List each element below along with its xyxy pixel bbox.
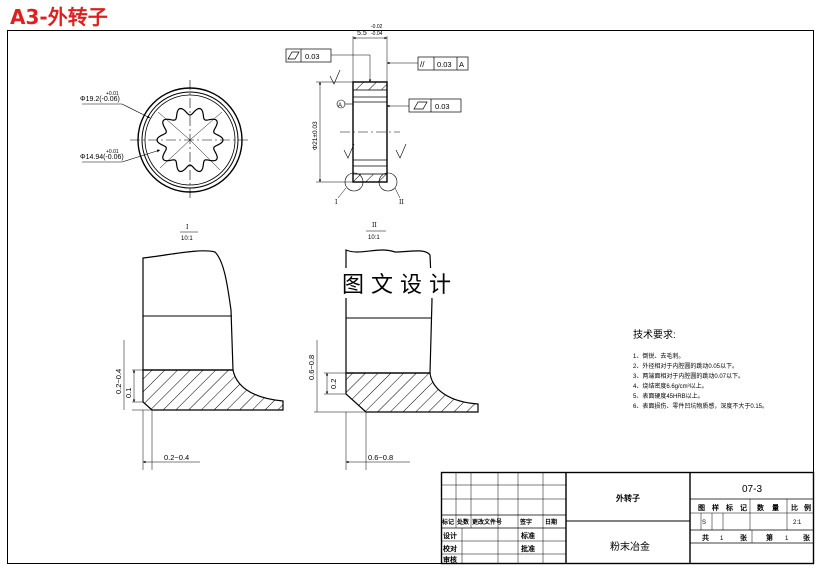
datum-a-mark: A: [338, 103, 342, 109]
revision-headers: 标记 处数 更改文件号 签字 日期: [441, 518, 557, 526]
outer-diameter-tol: +0.01: [106, 91, 119, 97]
stage-header: 记: [740, 503, 747, 512]
tech-item: 5、表面硬度45HRB以上。: [633, 392, 704, 400]
role-label: 标准: [520, 531, 535, 540]
stage-headers: 图 样 标 记 数 量 比 例: [698, 503, 811, 512]
inner-diameter-tol: +0.01: [106, 149, 119, 155]
flatness-frame-top: 0.03: [285, 48, 332, 63]
tech-heading: 技术要求:: [633, 328, 676, 341]
stage-header: 标: [725, 503, 733, 512]
flatness-right-value: 0.03: [435, 102, 450, 111]
detail-2-dim-h: 0.6~0.8: [368, 453, 393, 462]
tech-item: 6、表面损伤、零件凹坑物质感，深度不大于0.15。: [633, 402, 768, 410]
width-tol-upper: -0.02: [371, 24, 383, 30]
detail-2-profile: [314, 249, 479, 470]
stage-header: 比: [791, 503, 798, 512]
tech-item: 4、烧结密度6.6g/cm³以上。: [633, 382, 708, 390]
flatness-icon: [413, 101, 428, 110]
detail-2-dim-v2: 0.2: [329, 379, 338, 389]
rev-header: 处数: [456, 518, 470, 526]
title-block: [440, 471, 815, 565]
stage-mark: S: [702, 520, 706, 526]
parallelism-icon: //: [420, 60, 425, 69]
watermark: 图 文 设 计: [342, 273, 451, 298]
tech-item: 3、两端面相对于内腔圆的跳动0.07以下。: [633, 372, 744, 380]
sheet-border: [7, 30, 814, 564]
stage-header: 图: [698, 503, 705, 512]
flatness-icon: [287, 51, 300, 60]
material: 粉末冶金: [610, 540, 650, 553]
diameter-dim: Φ21±0.03: [312, 121, 319, 150]
width-dim: 5.5: [357, 30, 367, 37]
detail-1-scale: 10:1: [181, 236, 193, 242]
outer-diameter-dim: Φ19.2(-0.06): [80, 96, 120, 103]
sheet-title: A3-外转子: [10, 5, 108, 29]
stage-header: 量: [772, 503, 779, 512]
stage-header: 样: [712, 503, 719, 512]
sheet-cell: 第: [766, 533, 773, 542]
stage-header: 例: [804, 503, 811, 512]
detail-mark-2: II: [399, 199, 404, 206]
datum-label: A: [459, 60, 464, 69]
parallelism-frame: // 0.03 A: [417, 56, 469, 71]
tech-item: 2、外径相对于内腔圆的跳动0.05以下。: [633, 362, 738, 370]
sheet-cell: 1: [720, 536, 724, 542]
stage-header: 数: [757, 503, 765, 512]
front-view: [82, 80, 250, 200]
drawing-number: 07-3: [742, 484, 762, 495]
sheet-cell: 张: [803, 533, 811, 542]
detail-1-dim-v1: 0.2~0.4: [114, 369, 123, 394]
role-label: 校对: [443, 544, 457, 553]
detail-2-label: II: [372, 222, 377, 229]
detail-1-label: I: [186, 224, 189, 231]
sheet-cell: 张: [740, 533, 748, 542]
parallelism-value: 0.03: [437, 60, 452, 69]
flatness-frame-right: 0.03: [408, 98, 462, 113]
flatness-top-value: 0.03: [305, 52, 320, 61]
sheet-cell: 共: [702, 533, 709, 542]
inner-diameter-dim: Φ14.94(-0.06): [80, 154, 124, 161]
width-tol-lower: -0.04: [371, 31, 383, 37]
scale-value: 2:1: [793, 520, 802, 526]
side-view: [316, 36, 418, 199]
detail-2-scale: 10:1: [368, 235, 380, 241]
detail-2-dim-v1: 0.6~0.8: [307, 355, 316, 380]
detail-1-dim-v2: 0.1: [124, 388, 133, 398]
role-label: 审核: [443, 555, 457, 564]
tech-item: 1、倒锐、去毛刺。: [633, 352, 684, 360]
role-label: 设计: [443, 531, 457, 540]
detail-1-profile: [123, 250, 284, 470]
detail-mark-1: I: [335, 199, 338, 206]
sheet-cell: 1: [785, 536, 789, 542]
role-labels: 设计 校对 审核 标准 批准: [443, 531, 535, 564]
sheet-count: 共 1 张 第 1 张: [702, 533, 811, 542]
rev-header: 标记: [441, 518, 454, 526]
detail-1-dim-h: 0.2~0.4: [164, 453, 189, 462]
tech-list: 1、倒锐、去毛刺。 2、外径相对于内腔圆的跳动0.05以下。 3、两端面相对于内…: [633, 352, 768, 410]
role-label: 批准: [521, 544, 535, 553]
rev-header: 签字: [519, 518, 532, 526]
rev-header: 更改文件号: [472, 518, 502, 526]
rev-header: 日期: [545, 518, 557, 526]
part-name: 外转子: [616, 493, 640, 503]
